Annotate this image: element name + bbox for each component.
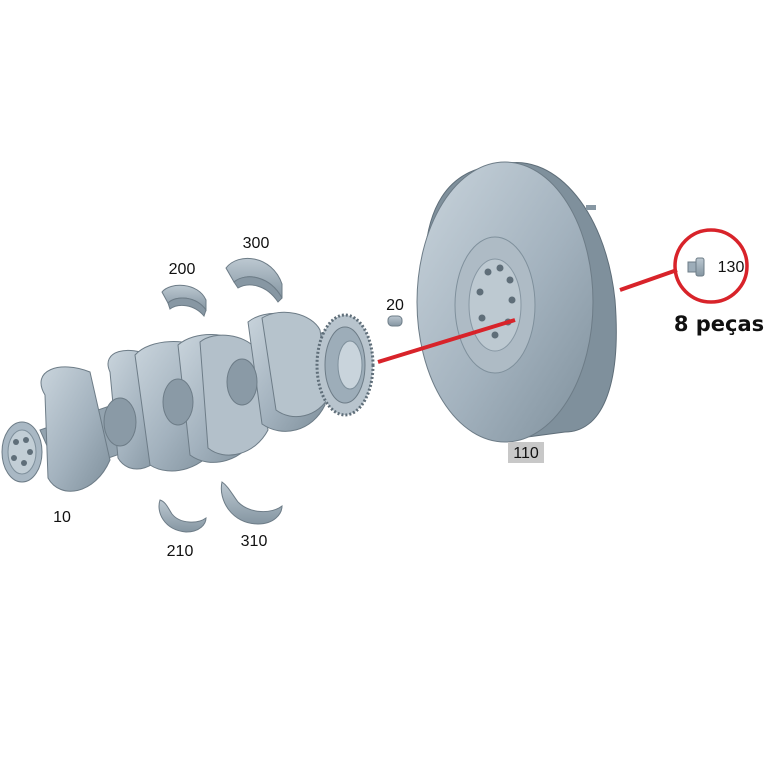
label-part-110-box <box>508 442 544 463</box>
highlight-circle-bolt <box>673 228 749 304</box>
label-part-200: 200 <box>169 261 196 278</box>
label-part-300: 300 <box>243 235 270 252</box>
quantity-annotation: 8 peças <box>674 312 764 336</box>
dowel-pin <box>387 315 403 327</box>
bearing-shell-210 <box>158 499 207 533</box>
label-part-310: 310 <box>241 533 268 550</box>
bolt <box>687 257 705 277</box>
highlight-line-crankshaft <box>377 318 516 364</box>
bearing-shell-200 <box>161 284 207 318</box>
label-part-210: 210 <box>167 543 194 560</box>
crankshaft <box>1 311 375 492</box>
bearing-shell-310 <box>220 481 283 525</box>
label-part-20: 20 <box>386 297 404 314</box>
flywheel <box>416 161 617 443</box>
highlight-line-flywheel <box>619 268 678 292</box>
label-part-110: 110 <box>513 445 539 462</box>
label-part-10: 10 <box>53 509 71 526</box>
bearing-shell-300 <box>225 257 283 303</box>
label-part-130: 130 <box>718 259 745 276</box>
